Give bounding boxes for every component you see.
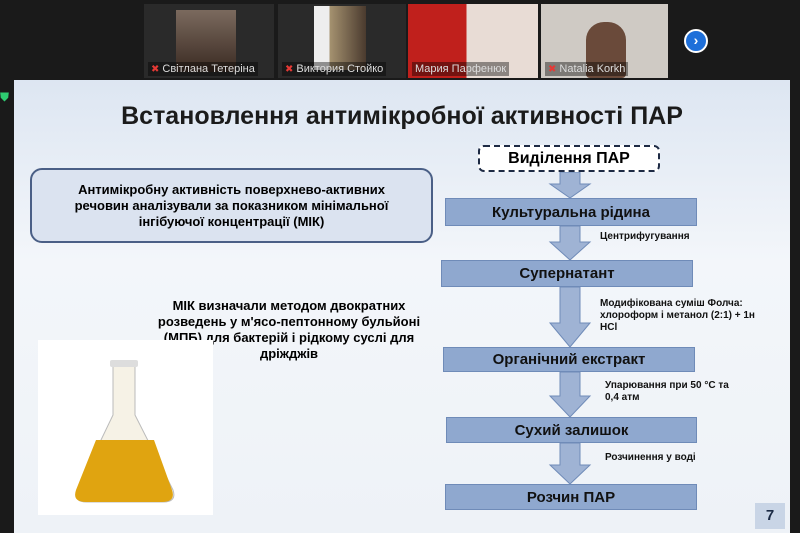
mic-muted-icon: ✖	[151, 64, 160, 75]
down-arrow-icon	[548, 172, 592, 198]
flow-step: Сухий залишок	[446, 417, 697, 443]
mic-muted-icon: ✖	[285, 64, 294, 75]
info-box: Антимікробну активність поверхнево-актив…	[30, 168, 433, 243]
page-number: 7	[755, 503, 785, 529]
transition-label: Центрифугування	[600, 231, 690, 242]
video-feed	[586, 22, 626, 78]
chevron-right-icon: ›	[693, 32, 699, 48]
flow-step: Культуральна рідина	[445, 198, 697, 226]
participant-name: Світлана Тетеріна	[162, 63, 255, 75]
flow-step: Розчин ПАР	[445, 484, 697, 510]
flow-step: Органічний екстракт	[443, 347, 695, 372]
video-feed	[176, 10, 236, 72]
transition-label: Розчинення у воді	[605, 452, 696, 463]
participant-tile[interactable]: Мария Парфенюк	[408, 4, 538, 78]
down-arrow-icon	[548, 443, 592, 484]
mic-muted-icon: ✖	[548, 64, 557, 75]
participant-tile[interactable]: ✖Світлана Тетеріна	[144, 4, 274, 78]
shared-slide: Встановлення антимікробної активності ПА…	[14, 80, 790, 533]
participant-name: Виктория Стойко	[296, 63, 384, 75]
slide-title: Встановлення антимікробної активності ПА…	[121, 102, 683, 130]
next-page-button[interactable]: ›	[684, 29, 708, 53]
method-text: МІК визначали методом двократних розведе…	[157, 298, 421, 361]
flow-step: Супернатант	[441, 260, 693, 287]
video-feed	[314, 6, 366, 70]
participant-tile[interactable]: ✖Виктория Стойко	[278, 4, 406, 78]
flask-image	[38, 340, 213, 515]
shield-icon: ⛊	[0, 90, 10, 104]
down-arrow-icon	[548, 287, 592, 347]
participant-strip: ✖Світлана Тетеріна ✖Виктория Стойко Мари…	[0, 0, 800, 80]
transition-label: Упарювання при 50 °С та 0,4 атм	[605, 380, 729, 403]
flow-title: Виділення ПАР	[478, 145, 660, 172]
down-arrow-icon	[548, 226, 592, 260]
participant-name: Natalia Korkh	[559, 63, 626, 75]
down-arrow-icon	[548, 372, 592, 417]
participant-name: Мария Парфенюк	[415, 63, 507, 75]
transition-label: Модифікована суміш Фолча: хлороформ і ме…	[600, 298, 755, 333]
participant-tile[interactable]: ✖Natalia Korkh	[541, 4, 668, 78]
